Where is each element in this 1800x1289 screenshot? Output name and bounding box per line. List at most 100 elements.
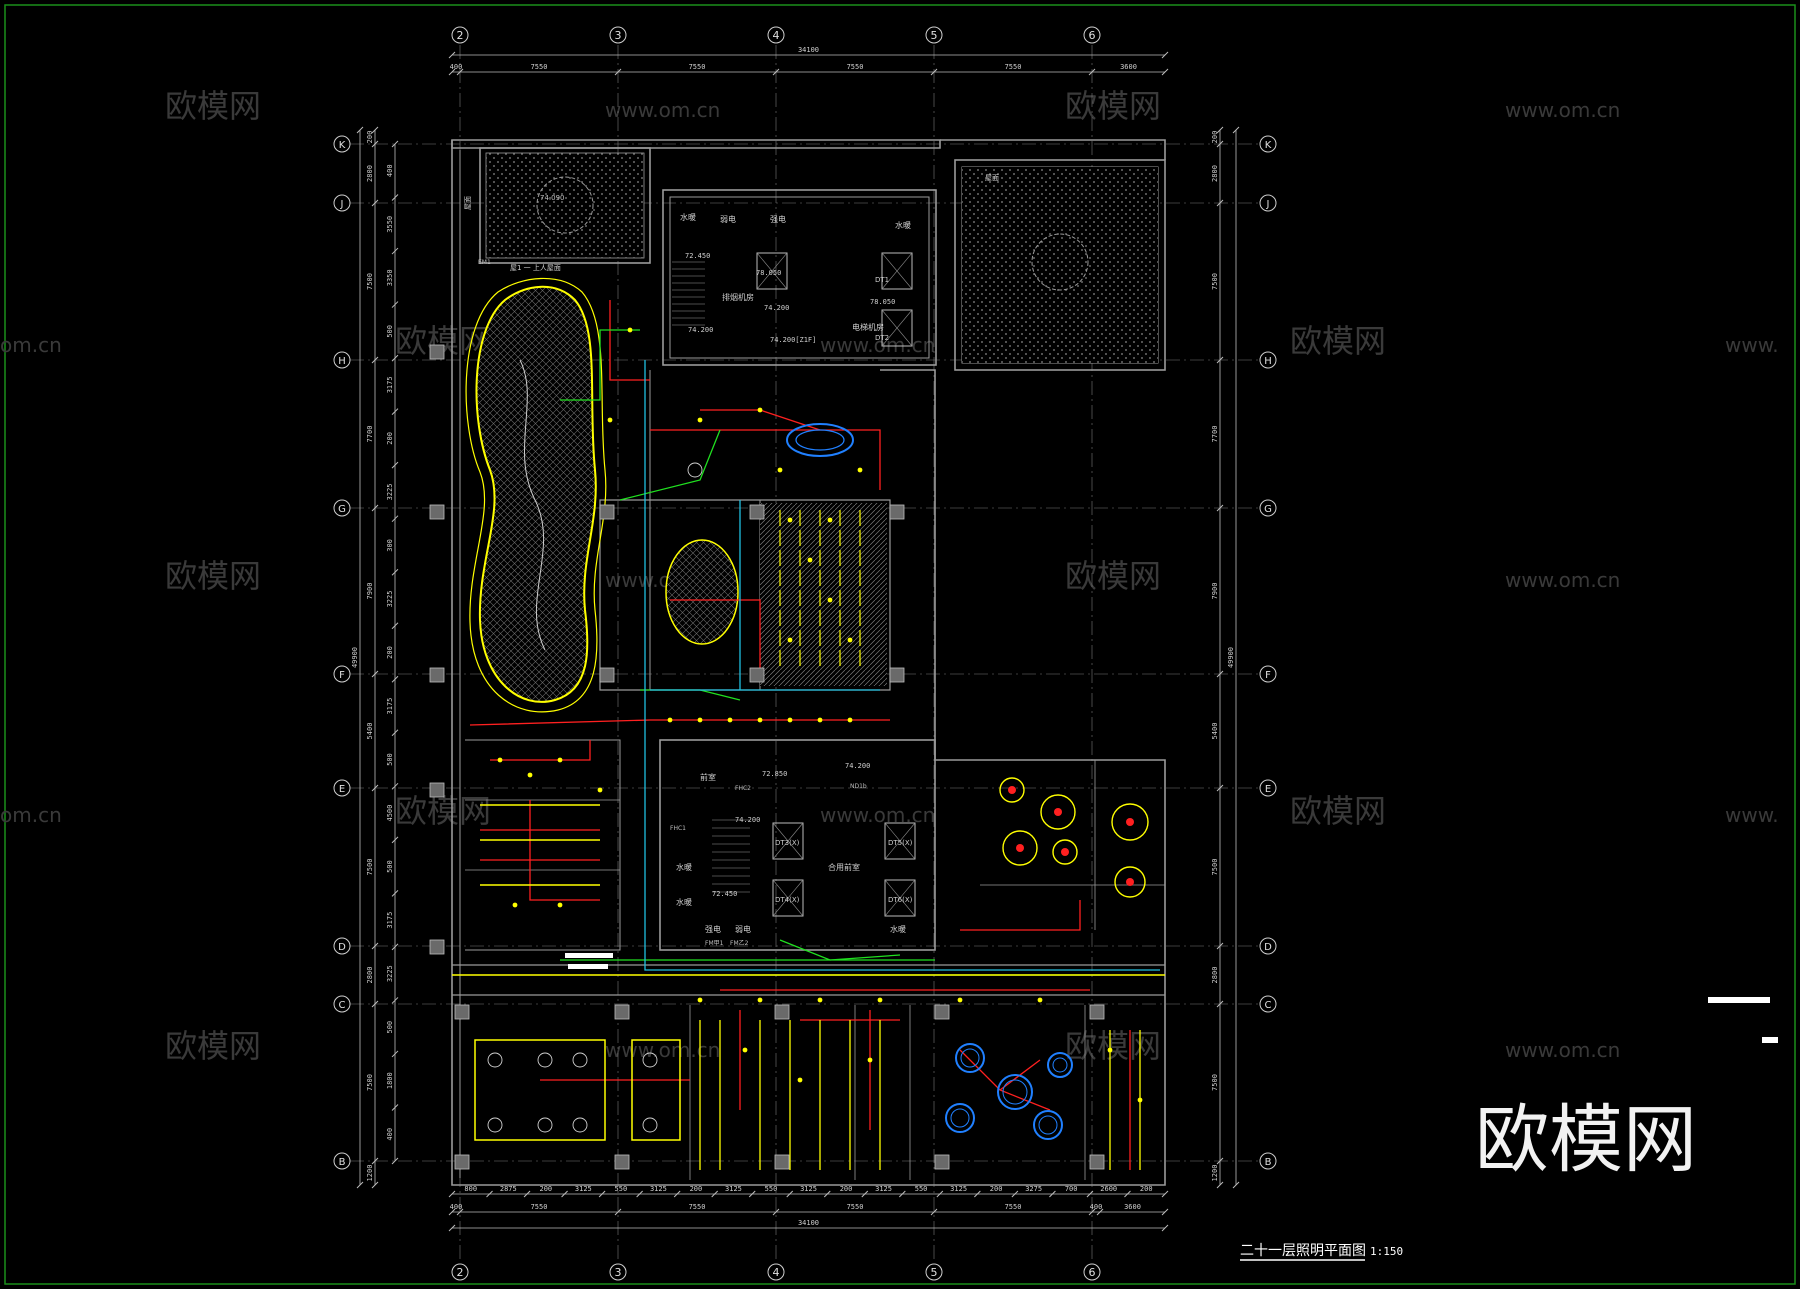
structural-column [934, 1004, 950, 1020]
circuit-wire [644, 360, 1160, 971]
grid-bubble-column [925, 1263, 943, 1281]
dim-right-span-tick [1216, 942, 1224, 950]
dim-left-total-tick [356, 126, 364, 134]
round-luminaire [1111, 803, 1149, 841]
grid-label-row: G [338, 504, 346, 515]
dim-top-span-text: 7550 [1005, 63, 1022, 71]
structural-column [429, 939, 445, 955]
title-block: 二十一层照明平面图 1:150 [1240, 1243, 1403, 1261]
dim-right-span-text: 200 [1211, 131, 1219, 144]
dim-left-span-tick [371, 140, 379, 148]
door-code: FHC1 [670, 825, 686, 832]
level-mark-north: 74.200[Z1F] [770, 336, 816, 344]
dim-top-span-text: 7550 [847, 63, 864, 71]
dim-bottom-detail-tick [486, 1190, 493, 1198]
dim-left-span-tick [371, 356, 379, 364]
dim-bottom-total-tick [1161, 1224, 1169, 1232]
dim-left-detail-text: 3225 [386, 591, 394, 608]
dim-right-span-text: 7500 [1211, 273, 1219, 290]
dim-left-total-tick [356, 1181, 364, 1189]
structural-column [599, 504, 615, 520]
dim-left-detail-tick [391, 782, 399, 790]
dim-left-span-text: 2800 [366, 165, 374, 182]
elevator-cross [881, 252, 913, 290]
equipment-tag: EM1 [478, 259, 491, 266]
level-mark-north: 74.200 [688, 326, 713, 334]
dim-bottom-detail-tick [1049, 1190, 1056, 1198]
dim-right-span-text: 7500 [1211, 1074, 1219, 1091]
downlight [527, 772, 533, 778]
dim-bottom-span-tick [448, 1208, 456, 1216]
dim-left-detail-tick [391, 836, 399, 844]
dim-left-span-text: 7500 [366, 1074, 374, 1091]
dim-left-detail-tick [391, 301, 399, 308]
elevator-cross [881, 309, 913, 347]
oval-luminaire [786, 423, 854, 457]
chair-symbol [572, 1052, 588, 1068]
level-mark-south: 72.450 [712, 890, 737, 898]
dim-right-span-tick [1216, 1000, 1224, 1008]
room-label-core-north: 水暖 [895, 220, 911, 230]
dim-right-span-tick [1216, 199, 1224, 207]
room-label-core-south: 水暖 [676, 862, 692, 872]
drawing-title: 二十一层照明平面图 [1240, 1243, 1366, 1259]
downlight [877, 997, 883, 1003]
dim-left-detail-tick [391, 675, 399, 683]
downlight [557, 757, 563, 763]
grid-bubble-row [333, 499, 351, 517]
dim-bottom-detail-tick [1161, 1190, 1169, 1198]
dim-bottom-detail-tick [936, 1190, 944, 1198]
room-label-core-north: 电梯机房 [852, 322, 884, 332]
round-luminaire-core [1126, 818, 1134, 826]
dim-bottom-detail-text: 200 [990, 1185, 1003, 1193]
grid-bubble-row [1259, 194, 1277, 212]
dim-left-span-text: 2800 [366, 967, 374, 984]
grid-bubble-row [1259, 937, 1277, 955]
grid-bubble-row [333, 351, 351, 369]
luminaire-layer [429, 252, 1149, 1170]
downlight [757, 997, 763, 1003]
grid-label-row: F [339, 670, 345, 681]
downlight [697, 717, 703, 723]
dim-left-detail-text: 3225 [386, 483, 394, 500]
dim-bottom-detail-tick [1086, 1190, 1094, 1198]
watermark-brand: 欧模网 [1290, 322, 1386, 360]
room-label-core-south: 前室 [700, 772, 716, 782]
grid-label-row: H [338, 356, 346, 367]
grid-label-row: E [1265, 784, 1271, 795]
dim-left-total-text: 49900 [351, 647, 359, 668]
chair-symbol [642, 1117, 658, 1133]
dim-right-total-tick [1232, 1181, 1240, 1189]
dim-bottom-total-text: 34100 [798, 1219, 819, 1227]
grid-label-column: 6 [1089, 1266, 1096, 1279]
dim-top-span-tick [1161, 68, 1169, 76]
dim-top-span-text: 7550 [689, 63, 706, 71]
downlight [607, 417, 613, 423]
grid-bubble-column [451, 26, 469, 44]
level-mark-south: 72.850 [762, 770, 787, 778]
downlight [1137, 1097, 1143, 1103]
dim-left-span-tick [371, 1000, 379, 1008]
dim-left-span-tick [371, 126, 379, 134]
dim-left-detail-tick [391, 1157, 399, 1165]
circuit-wire [490, 740, 591, 761]
circuit-wire [959, 1049, 1051, 1111]
dim-bottom-detail-text: 3125 [725, 1185, 742, 1193]
sheet-frame [4, 4, 1796, 1285]
watermark-url: www. [1725, 803, 1779, 827]
grid-label-row: J [340, 199, 344, 210]
circuit-wire [960, 900, 1081, 931]
downlight [742, 1047, 748, 1053]
dim-right-total-text: 49900 [1227, 647, 1235, 668]
legend-bar-plan-2 [568, 964, 608, 969]
roof-garden-note: 屋1 一 上人屋面 [510, 263, 561, 272]
elevator-label: DT5(X) [888, 839, 913, 847]
dim-right-span-text: 7700 [1211, 426, 1219, 443]
room-label-core-north: 强电 [770, 214, 786, 224]
dim-left-span-tick [371, 942, 379, 950]
watermark-brand: 欧模网 [1290, 792, 1386, 830]
dim-left-detail-text: 200 [386, 646, 394, 659]
dim-right-span-tick [1216, 670, 1224, 678]
dim-top-span-tick [614, 68, 622, 76]
